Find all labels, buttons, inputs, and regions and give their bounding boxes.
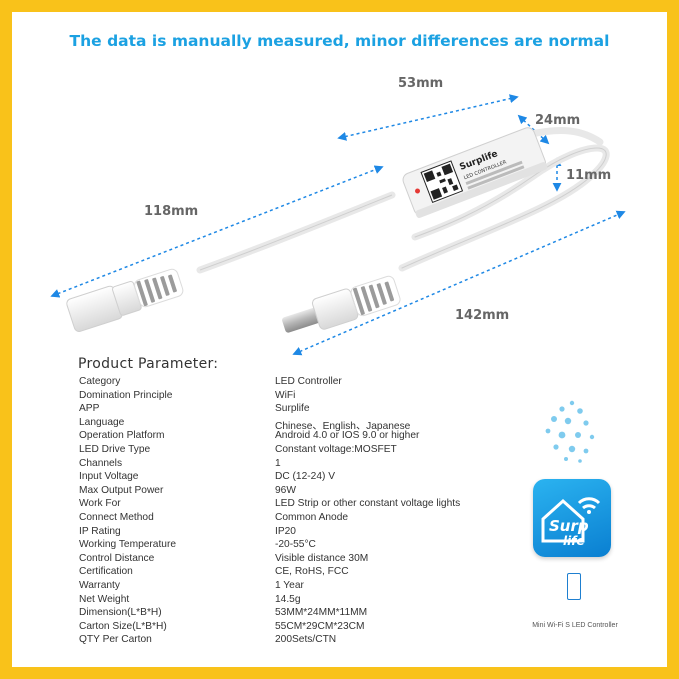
parameter-value: Surplife — [275, 403, 310, 415]
parameter-key: IP Rating — [79, 525, 121, 537]
parameter-value: Chinese、English、Japanese — [275, 420, 411, 432]
dimension-line-male-cable — [292, 210, 626, 356]
controller-box: Surplife LED CONTROLLER — [402, 127, 548, 218]
product-illustration: Surplife LED CONTROLLER — [50, 94, 626, 356]
parameter-key: Warranty — [79, 579, 120, 591]
parameter-key: Work For — [79, 498, 121, 510]
dimension-female-cable-label: 118mm — [144, 204, 199, 219]
svg-text:Surp: Surp — [549, 517, 589, 535]
parameter-key: Carton Size(L*B*H) — [79, 620, 167, 632]
parameter-value: 55CM*29CM*23CM — [275, 620, 365, 632]
product-caption: Mini Wi-Fi S LED Controller — [532, 622, 618, 629]
parameter-value: CE, RoHS, FCC — [275, 566, 349, 578]
parameter-key: Input Voltage — [79, 471, 139, 483]
wifi-particles-icon — [545, 400, 595, 463]
parameter-value: DC (12-24) V — [275, 471, 336, 483]
parameter-value: Common Anode — [275, 511, 349, 523]
parameter-value: -20-55°C — [275, 539, 316, 551]
parameter-value: Constant voltage:MOSFET — [275, 443, 397, 455]
dimension-male-cable-label: 142mm — [455, 308, 510, 323]
parameter-key: Dimension(L*B*H) — [79, 607, 162, 619]
parameter-key: Working Temperature — [79, 539, 177, 551]
dc-female-connector — [66, 268, 184, 332]
parameter-value: 200Sets/CTN — [275, 634, 337, 646]
parameter-key: Operation Platform — [79, 430, 165, 442]
parameter-key: Control Distance — [79, 552, 155, 564]
parameter-value: Visible distance 30M — [275, 552, 369, 564]
parameter-value: 1 — [275, 457, 281, 469]
parameter-value: 1 Year — [275, 579, 304, 591]
dimension-line-width — [337, 94, 519, 141]
parameter-value: IP20 — [275, 525, 296, 537]
parameter-value: 96W — [275, 484, 296, 496]
dimension-line-female-cable — [50, 165, 384, 298]
parameter-key: Net Weight — [79, 593, 130, 605]
parameter-value: Android 4.0 or IOS 9.0 or higher — [275, 430, 420, 442]
headline: The data is manually measured, minor dif… — [69, 32, 610, 50]
phone-icon — [567, 573, 581, 600]
parameter-key: Domination Principle — [79, 389, 173, 401]
parameter-title: Product Parameter: — [78, 356, 219, 372]
parameter-value: LED Strip or other constant voltage ligh… — [275, 498, 461, 510]
parameter-key: LED Drive Type — [79, 443, 151, 455]
parameter-value: 53MM*24MM*11MM — [275, 607, 368, 619]
svg-text:life: life — [563, 534, 585, 548]
parameter-key: APP — [79, 403, 100, 415]
dimension-height-label: 11mm — [566, 168, 612, 183]
dimension-depth-label: 24mm — [535, 113, 581, 128]
parameter-key: Language — [79, 416, 125, 428]
parameter-key: Max Output Power — [79, 484, 164, 496]
dc-male-connector — [282, 275, 401, 333]
surplife-app-icon: Surp life — [533, 479, 611, 557]
parameter-key: Certification — [79, 566, 133, 578]
qr-code — [420, 160, 464, 203]
parameter-value: WiFi — [275, 389, 296, 401]
parameter-key: Connect Method — [79, 511, 154, 523]
content-panel: The data is manually measured, minor dif… — [12, 12, 667, 667]
parameter-key: Category — [79, 376, 121, 387]
parameter-key: QTY Per Carton — [79, 634, 152, 646]
dimension-line-depth — [517, 114, 550, 145]
dimension-width-label: 53mm — [398, 76, 444, 91]
parameter-value: 14.5g — [275, 593, 301, 605]
parameter-key: Channels — [79, 457, 123, 469]
parameter-value: LED Controller — [275, 376, 342, 387]
